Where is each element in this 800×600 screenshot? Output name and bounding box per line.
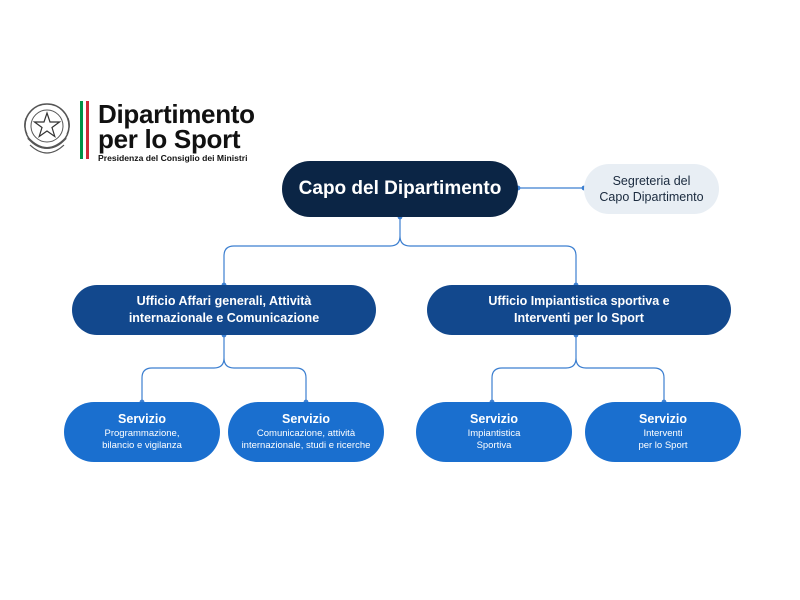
head-of-department-node: Capo del Dipartimento <box>282 161 518 217</box>
service-programming-node: Servizio Programmazione, bilancio e vigi… <box>64 402 220 462</box>
office-general-affairs-node: Ufficio Affari generali, Attività intern… <box>72 285 376 335</box>
secretariat-line1: Segreteria del <box>612 174 691 188</box>
connector-head-to-offices <box>223 217 577 285</box>
connector-office2-to-services <box>491 335 665 402</box>
service-desc-line2: Sportiva <box>476 439 512 451</box>
org-name: Dipartimento per lo Sport <box>98 99 255 154</box>
flag-green-band <box>80 101 83 159</box>
service-title: Servizio <box>118 411 166 426</box>
service-desc-line1: Programmazione, <box>104 427 180 439</box>
connector-office1-to-services <box>141 335 307 402</box>
office-sports-facilities-node: Ufficio Impiantistica sportiva e Interve… <box>427 285 731 335</box>
service-desc-line1: Comunicazione, attività <box>256 427 356 439</box>
secretariat-node: Segreteria del Capo Dipartimento <box>584 164 719 214</box>
org-name-line1: Dipartimento <box>98 99 255 129</box>
office-line1: Ufficio Impiantistica sportiva e <box>488 294 670 308</box>
service-desc-line1: Interventi <box>643 427 683 439</box>
italian-flag-icon <box>80 101 89 159</box>
office-line1: Ufficio Affari generali, Attività <box>136 294 312 308</box>
office-line2: Interventi per lo Sport <box>514 311 644 325</box>
service-desc-line2: per lo Sport <box>638 439 688 451</box>
org-name-line2: per lo Sport <box>98 124 241 154</box>
head-label: Capo del Dipartimento <box>298 178 502 199</box>
service-desc-line2: bilancio e vigilanza <box>102 439 182 451</box>
service-interventions-node: Servizio Interventi per lo Sport <box>585 402 741 462</box>
service-desc-line2: internazionale, studi e ricerche <box>241 439 371 451</box>
service-title: Servizio <box>639 411 687 426</box>
office-line2: internazionale e Comunicazione <box>128 311 320 325</box>
org-subtitle: Presidenza del Consiglio dei Ministri <box>98 153 248 163</box>
flag-red-band <box>86 101 89 159</box>
flag-white-band <box>83 101 86 159</box>
service-desc-line1: Impiantistica <box>467 427 521 439</box>
italian-republic-emblem-icon <box>24 103 70 154</box>
service-title: Servizio <box>282 411 330 426</box>
service-facilities-node: Servizio Impiantistica Sportiva <box>416 402 572 462</box>
service-communication-node: Servizio Comunicazione, attività interna… <box>228 402 384 462</box>
service-title: Servizio <box>470 411 518 426</box>
secretariat-line2: Capo Dipartimento <box>599 190 704 204</box>
